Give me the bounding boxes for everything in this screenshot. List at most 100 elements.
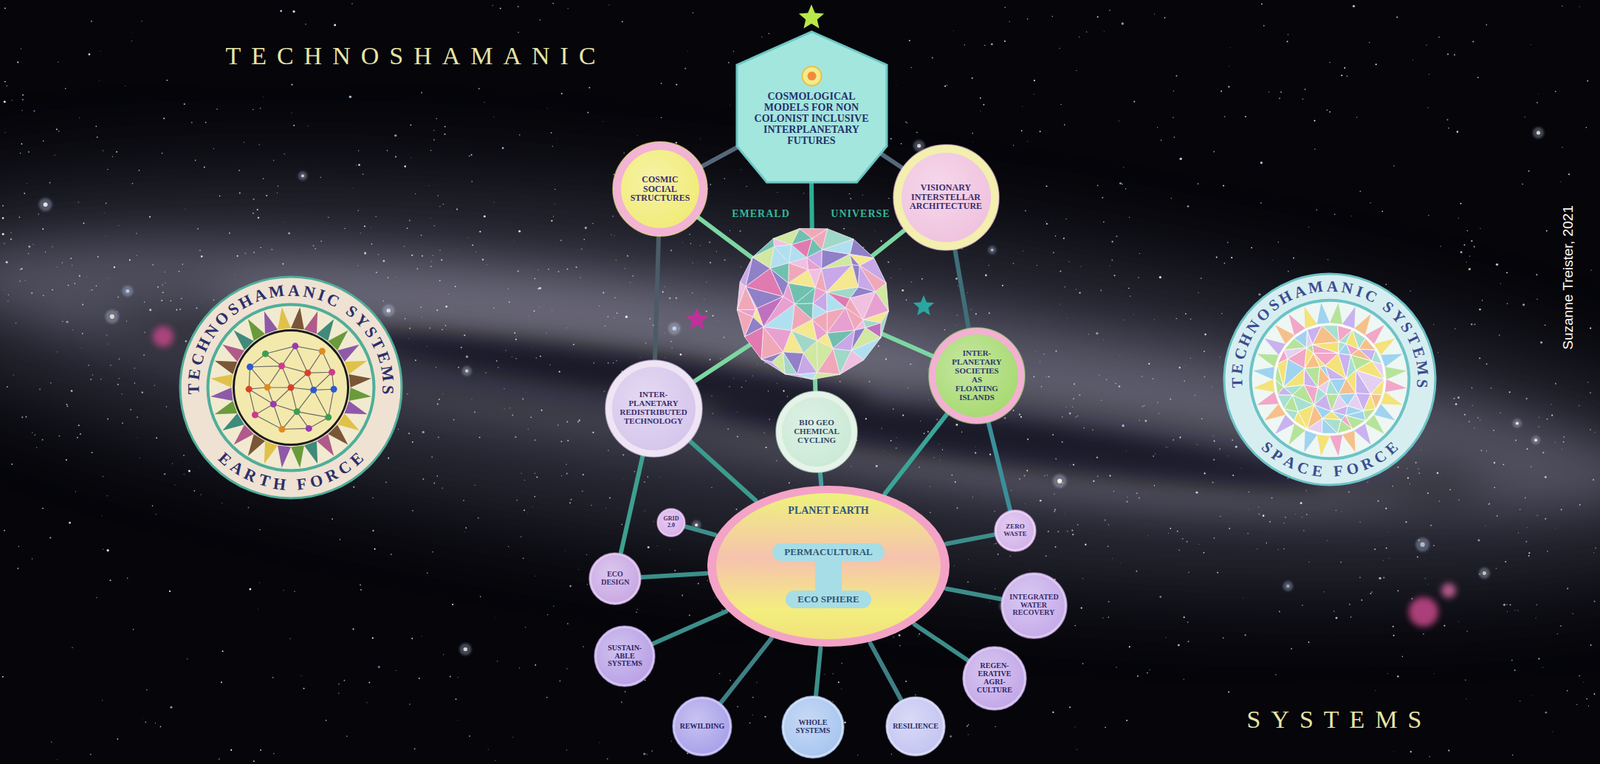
star [660,82,663,85]
star [1082,663,1084,665]
star [890,277,892,280]
star [1069,464,1072,466]
star [107,169,108,170]
star [1392,626,1395,628]
star [857,754,858,756]
star [669,549,672,551]
star [849,197,852,200]
star [1075,289,1077,291]
star [874,230,876,232]
star [1066,316,1069,319]
star [193,490,195,492]
star [465,369,469,373]
star [1427,584,1429,586]
star [554,203,556,204]
star [1576,704,1578,706]
star [967,724,970,726]
star [532,506,534,508]
star [136,437,139,439]
milky-way [0,98,1600,669]
star [260,247,262,249]
star [1269,521,1271,523]
star [301,174,305,178]
polyhedron [736,228,889,380]
star [1348,491,1350,494]
star [952,30,954,32]
badge-band [208,304,375,472]
star [552,146,554,147]
star [967,291,969,294]
star [1033,93,1035,95]
star [253,760,255,762]
star [927,431,929,433]
star [530,417,533,419]
badge-triangle [349,387,372,401]
star [592,431,594,434]
star [1594,601,1596,603]
star [1227,241,1229,243]
star [1506,302,1509,305]
star [433,139,435,142]
star [1304,88,1307,91]
star [1519,508,1521,510]
star [1027,141,1029,143]
star [23,192,26,195]
star [776,191,779,194]
star [4,131,6,133]
star [636,135,638,137]
star [561,93,563,95]
star [602,121,604,123]
star [1065,218,1067,220]
star-glow [104,309,119,324]
star [1278,241,1279,243]
star [1388,530,1390,533]
star [984,274,988,277]
star [768,33,770,34]
star [550,132,553,134]
star [635,612,638,614]
star [360,232,362,234]
star [4,81,6,83]
star [736,508,738,511]
star [637,609,638,610]
star [1348,603,1351,606]
star [1425,578,1426,579]
star [1230,256,1233,259]
star [73,282,76,285]
star [1250,247,1253,249]
star [832,673,834,675]
star [62,262,63,263]
star [11,463,13,466]
star [572,344,575,346]
star [89,290,91,291]
connector [988,423,1011,511]
star [456,208,458,211]
star [169,590,171,593]
star [974,445,977,448]
star [21,110,23,111]
polyhedron-facet [880,310,889,338]
star [1072,406,1073,407]
connector [652,611,726,644]
star [338,683,339,685]
star [1195,491,1198,494]
star [117,383,119,386]
star [1075,726,1076,728]
star [1065,406,1067,408]
star [776,460,778,463]
star [468,155,471,157]
star [928,368,929,370]
star [53,155,55,156]
milky-way-glow [0,185,1600,569]
star [1530,465,1532,467]
star [19,268,22,271]
star [1430,524,1432,527]
star [593,362,596,365]
star [1481,299,1484,302]
star [293,124,295,127]
star [485,264,487,266]
star [990,43,994,46]
badge-rim [180,276,402,499]
star [163,118,165,120]
star [1587,381,1589,384]
